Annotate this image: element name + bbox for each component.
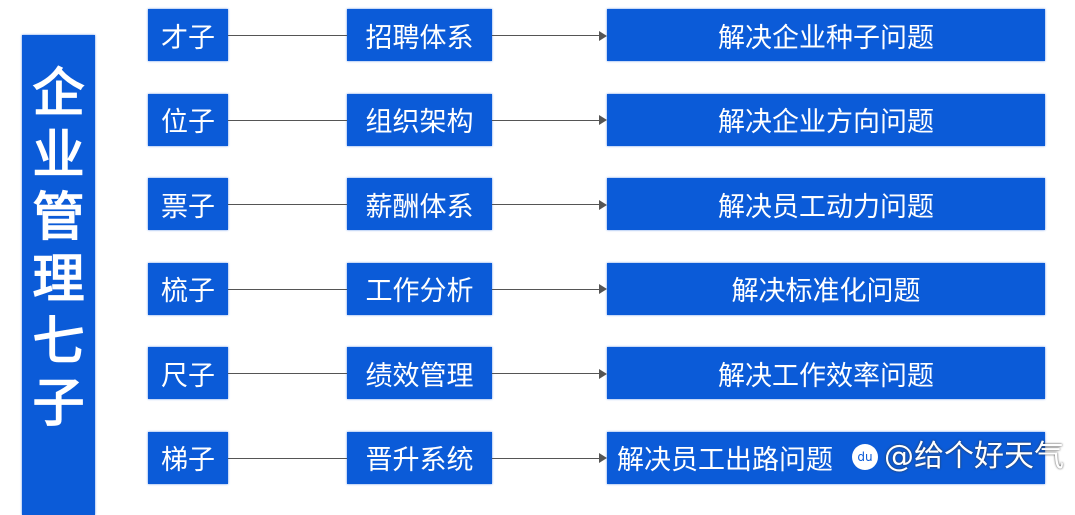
arrow-head-icon <box>599 199 607 210</box>
connector-line <box>228 119 347 121</box>
title-char: 企 <box>32 63 85 124</box>
connector-line <box>492 35 599 36</box>
connector-line <box>492 119 599 121</box>
role-box: 票子 <box>148 178 228 230</box>
role-box: 位子 <box>148 93 228 146</box>
system-box: 绩效管理 <box>347 347 492 399</box>
purpose-box: 解决标准化问题 <box>607 262 1045 315</box>
system-box: 招聘体系 <box>347 9 492 61</box>
arrow-head-icon <box>599 453 607 463</box>
purpose-box: 解决工作效率问题 <box>607 347 1045 399</box>
title-char: 子 <box>32 373 85 434</box>
connector-line <box>228 35 347 36</box>
title-bar: 企业管理七子 <box>22 35 95 515</box>
connector-line <box>228 288 347 290</box>
title-char: 管 <box>32 187 85 248</box>
title-char: 理 <box>32 249 85 310</box>
connector-line <box>228 457 347 459</box>
connector-line <box>228 204 347 205</box>
arrow-head-icon <box>599 30 607 41</box>
title-char: 业 <box>32 125 85 186</box>
title-char: 七 <box>32 311 85 372</box>
purpose-box: 解决企业方向问题 <box>607 93 1045 146</box>
purpose-box: 解决员工出路问题 <box>607 431 1045 484</box>
arrow-head-icon <box>599 284 607 294</box>
purpose-box: 解决员工动力问题 <box>607 178 1045 230</box>
connector-line <box>492 204 599 205</box>
role-box: 梯子 <box>148 431 228 484</box>
role-box: 梳子 <box>148 262 228 315</box>
baidu-logo-icon: du <box>852 444 878 470</box>
connector-line <box>492 288 599 290</box>
connector-line <box>228 373 347 374</box>
role-box: 尺子 <box>148 347 228 399</box>
watermark: du @给个好天气 <box>852 439 1064 475</box>
arrow-head-icon <box>599 368 607 379</box>
system-box: 组织架构 <box>347 93 492 146</box>
system-box: 薪酬体系 <box>347 178 492 230</box>
system-box: 晋升系统 <box>347 431 492 484</box>
purpose-box: 解决企业种子问题 <box>607 9 1045 61</box>
arrow-head-icon <box>599 115 607 125</box>
system-box: 工作分析 <box>347 262 492 315</box>
role-box: 才子 <box>148 9 228 61</box>
watermark-text: @给个好天气 <box>884 439 1064 474</box>
connector-line <box>492 373 599 374</box>
connector-line <box>492 457 599 459</box>
